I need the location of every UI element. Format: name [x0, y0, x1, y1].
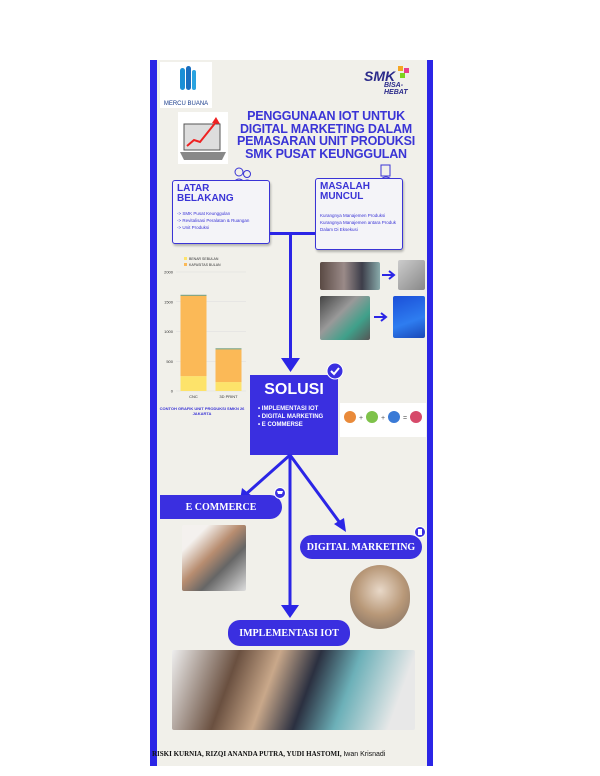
ecommerce-label: E COMMERCE [160, 495, 282, 519]
smk-bisa-hebat-logo: SMK BISA-HEBAT [362, 64, 422, 102]
svg-text:+: + [381, 415, 385, 422]
latar-belakang-heading: LATAR BELAKANG [177, 183, 234, 204]
university-name: MERCU BUANA [163, 101, 209, 107]
y-tick-label: 1000 [164, 329, 174, 334]
branch-connectors [240, 453, 346, 618]
logo-square [398, 66, 403, 71]
masalah-muncul-item: Kurangnya Manajemen Produksi [320, 213, 386, 218]
svg-text:+: + [359, 415, 363, 422]
poster-border-right [427, 60, 433, 766]
bar-segment [180, 295, 207, 377]
legend-swatch [184, 263, 187, 266]
legend-swatch [184, 257, 187, 260]
logo-square [404, 68, 409, 73]
latar-belakang-item: -> SMK Pusat Keunggulan [177, 211, 231, 216]
bar-top [180, 294, 207, 296]
solusi-item: • DIGITAL MARKETING [258, 414, 324, 420]
latar-belakang-item: -> Unit Produksi [177, 225, 210, 230]
latar-belakang-item: -> Revitalisasi Peralatan & Ruangan [177, 218, 250, 223]
chart-caption: CONTOH GRAFIK UNIT PRODUKSI SMKN 26 JAKA… [159, 406, 245, 416]
x-tick-label: CNC [189, 394, 198, 399]
solusi-heading: SOLUSI [264, 381, 324, 398]
mercu-buana-logo-mark [180, 66, 196, 90]
solusi-box: SOLUSI • IMPLEMENTASI IOT • DIGITAL MARK… [250, 375, 338, 455]
masalah-muncul-box: MASALAH MUNCUL Kurangnya Manajemen Produ… [315, 178, 403, 250]
authors: RISKI KURNIA, RIZQI ANANDA PUTRA, YUDI H… [152, 750, 342, 758]
laptop-growth-image [178, 112, 228, 164]
iot-laptop-photo [172, 650, 415, 730]
poster-title: PENGGUNAAN IOT UNTUK DIGITAL MARKETING D… [236, 109, 416, 161]
implementasi-iot-label: IMPLEMENTASI IOT [228, 620, 350, 646]
check-badge-icon [326, 362, 344, 380]
arrow-right-icon [374, 312, 388, 322]
y-tick-label: 500 [166, 359, 173, 364]
ecommerce-photo [182, 525, 246, 591]
logo-square [400, 73, 405, 78]
iot-flow-diagram: + + = [340, 403, 426, 437]
solusi-item: • E COMMERSE [258, 422, 303, 428]
footer-authors: RISKI KURNIA, RIZQI ANANDA PUTRA, YUDI H… [152, 750, 385, 758]
solusi-item: • IMPLEMENTASI IOT [258, 406, 319, 412]
digital-marketing-photo [350, 565, 410, 629]
masalah-muncul-heading: MASALAH MUNCUL [320, 181, 370, 202]
bar-top [215, 348, 242, 350]
bar-segment [215, 349, 242, 383]
cart-icon [274, 487, 286, 499]
x-tick-label: 3D PRINT [219, 394, 238, 399]
legend-label: BENAR SEBULAN [189, 257, 219, 261]
connector-line [289, 232, 292, 362]
3d-print-product-photo [393, 296, 425, 338]
latar-belakang-box: LATAR BELAKANG -> SMK Pusat Keunggulan -… [172, 180, 270, 244]
advisor: Iwan Krisnadi [343, 751, 386, 758]
bar-segment [180, 376, 207, 391]
connector-line [270, 232, 315, 235]
bar-segment [215, 382, 242, 391]
arrow-right-icon [382, 270, 396, 280]
y-tick-label: 0 [171, 389, 174, 394]
cnc-product-photo [398, 260, 425, 290]
arrow-down-icon [281, 358, 300, 372]
svg-text:=: = [403, 415, 407, 422]
y-tick-label: 2000 [164, 270, 174, 275]
masalah-muncul-item: Kurangnya Manajemen antara Produk Dalam … [320, 220, 397, 232]
cnc-machine-photo [320, 262, 380, 290]
smk-text: SMK [364, 68, 396, 84]
poster-border-left [150, 60, 157, 766]
digital-marketing-label: DIGITAL MARKETING [300, 535, 422, 559]
mercu-buana-logo: MERCU BUANA [160, 62, 212, 108]
smk-subtext: BISA-HEBAT [384, 82, 408, 96]
3d-printer-photo [320, 296, 370, 340]
marketing-icon [414, 526, 426, 538]
y-tick-label: 1500 [164, 299, 174, 304]
legend-label: KAPASITAS BULAN [189, 263, 221, 267]
